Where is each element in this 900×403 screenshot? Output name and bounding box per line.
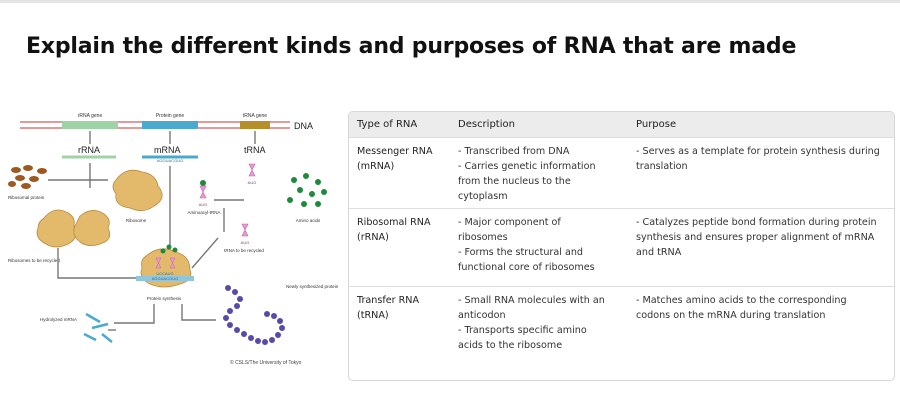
- ribosomal-protein-label: Ribosomal protein: [8, 195, 45, 200]
- row-purpose: - Serves as a template for protein synth…: [628, 137, 894, 209]
- protein-gene-label: Protein gene: [156, 113, 185, 119]
- row-type: Ribosomal RNA(rRNA): [349, 208, 450, 287]
- codon-strip-bottom: AGGUACGUG: [152, 276, 178, 281]
- trna-recycled-label: tRNA to be recycled: [224, 248, 264, 253]
- translating-ribosome: [140, 248, 192, 288]
- row-type: Transfer RNA(tRNA): [349, 286, 450, 365]
- hydrolyzed-mrna-fragments: [83, 312, 113, 343]
- header-type: Type of RNA: [349, 112, 450, 138]
- ribosome-shape: [112, 169, 163, 211]
- trna-label: tRNA: [244, 145, 266, 155]
- mrna-sequence: AGGUACGUG: [157, 158, 183, 163]
- rrna-gene-label: rRNA gene: [78, 113, 103, 119]
- trna-in-ribosome: [155, 244, 178, 269]
- rna-table: Type of RNA Description Purpose Messenge…: [348, 111, 895, 381]
- newly-synthesized-label: Newly synthesized protein: [286, 284, 339, 289]
- ribosomal-protein-cluster: [8, 165, 47, 189]
- ribosome-subunit-1: [36, 209, 77, 248]
- row-purpose: - Catalyzes peptide bond formation durin…: [628, 208, 894, 287]
- row-description: - Transcribed from DNA- Carries genetic …: [450, 137, 628, 209]
- svg-text:AUG: AUG: [241, 240, 250, 245]
- header-description: Description: [450, 112, 628, 138]
- table-row: Messenger RNA(mRNA) - Transcribed from D…: [349, 137, 894, 209]
- amino-acids-label: Amino acids: [296, 218, 321, 223]
- protein-chain: [223, 285, 285, 345]
- dna-label: DNA: [294, 121, 313, 131]
- svg-text:AUG: AUG: [248, 180, 257, 185]
- ribosomes-recycled-label: Ribosomes to be recycled: [8, 258, 60, 263]
- table-header-row: Type of RNA Description Purpose: [349, 112, 894, 138]
- table-row: Transfer RNA(tRNA) - Small RNA molecules…: [349, 286, 894, 365]
- aminoacyl-trna-label: Aminoacyl-tRNA: [187, 210, 220, 215]
- protein-gene: [142, 121, 198, 129]
- trna-molecule-1: AUG: [248, 163, 257, 185]
- credit-text: © CSLS/The University of Tokyo: [230, 359, 302, 366]
- amino-acids-cluster: [287, 173, 327, 207]
- svg-text:AUG: AUG: [199, 202, 208, 207]
- codon-strip-top: UCCAUG: [156, 271, 173, 276]
- mrna-label: mRNA: [154, 145, 181, 155]
- aminoacyl-trna: AUG: [199, 180, 208, 207]
- trna-gene: [240, 121, 270, 129]
- protein-synthesis-label: Protein synthesis: [147, 296, 182, 301]
- row-purpose: - Matches amino acids to the correspondi…: [628, 286, 894, 365]
- trna-molecule-2: AUG: [241, 223, 250, 245]
- trna-gene-label: tRNA gene: [243, 113, 267, 119]
- header-purpose: Purpose: [628, 112, 894, 138]
- row-type: Messenger RNA(mRNA): [349, 137, 450, 209]
- slide-title: Explain the different kinds and purposes…: [26, 34, 797, 59]
- mrna-strip: [136, 276, 194, 281]
- rrna-label: rRNA: [78, 145, 100, 155]
- table-row: Ribosomal RNA(rRNA) - Major component of…: [349, 208, 894, 287]
- top-border: [0, 0, 900, 3]
- rna-diagram: rRNA gene Protein gene tRNA gene DNA rRN…: [8, 113, 339, 366]
- hydrolyzed-mrna-label: Hydrolyzed mRNA: [40, 317, 77, 322]
- ribosome-label: Ribosome: [126, 218, 147, 223]
- rrna-gene: [62, 121, 118, 129]
- ribosome-subunit-2: [73, 210, 111, 246]
